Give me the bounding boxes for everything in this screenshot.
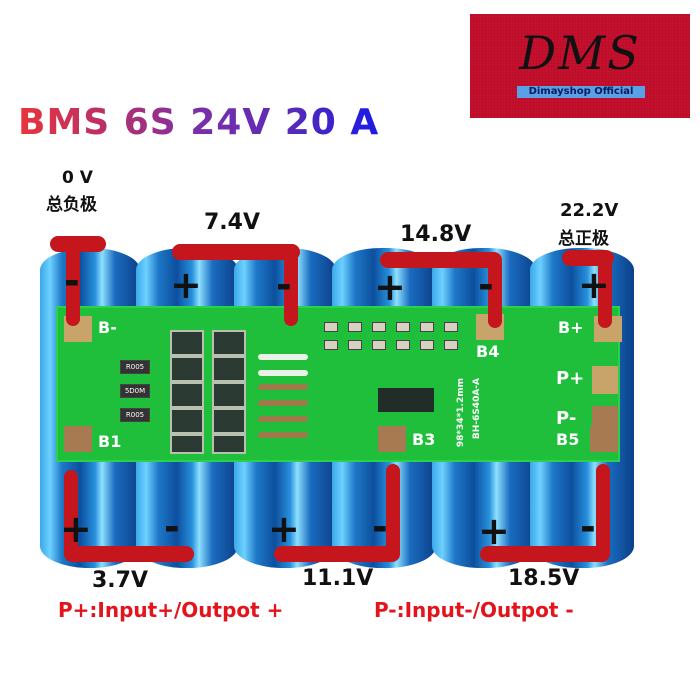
pad-p-plus [592,366,618,394]
shunt-resistor: 5D0M [120,384,150,398]
sign-minus: - [164,505,180,549]
label-18-5v: 18.5V [508,566,580,591]
wire-total-positive [598,254,612,328]
pcb-trace [258,416,308,422]
label-total-positive: 总正极 [558,229,609,249]
silk-p-minus: P- [556,408,577,429]
mosfet [170,382,204,408]
label-22-2v: 22.2V [560,200,619,221]
label-0v: 0 V [62,168,93,188]
logo-brand-text: DMS [519,26,641,80]
mosfet [212,330,246,356]
legend-p-minus: P-:Input-/Outpot - [374,598,574,622]
sign-minus: - [580,505,596,549]
silk-b4: B4 [476,342,500,361]
wire-11-1v [386,464,400,560]
smd-component [420,322,434,332]
wire-3-7v [64,470,78,560]
pad-b5 [590,426,618,452]
smd-component [444,340,458,350]
smd-component [372,322,386,332]
silk-b1: B1 [98,432,122,451]
sign-plus: + [60,507,92,551]
pcb-trace [258,354,308,360]
silk-b3: B3 [412,430,436,449]
smd-component [348,340,362,350]
label-3-7v: 3.7V [92,568,148,593]
label-total-negative: 总负极 [46,195,97,215]
wire-18-5v [480,546,610,562]
wire-14-8v [488,256,502,328]
sign-plus: + [478,509,510,553]
legend-p-plus: P+:Input+/Outpot + [58,598,284,622]
smd-component [396,322,410,332]
silk-board-size: 98*34*1.2mm [456,378,466,448]
silk-b-plus: B+ [558,318,584,337]
sign-minus: - [276,263,292,307]
sign-minus: - [478,263,494,307]
wire-7-4v [172,244,300,260]
wire-14-8v [380,252,502,268]
silk-b-minus: B- [98,318,117,337]
label-11-1v: 11.1V [302,566,374,591]
sign-plus: + [374,265,406,309]
smd-component [372,340,386,350]
logo-subtitle: Dimayshop Official [517,86,645,98]
label-14-8v: 14.8V [400,222,472,247]
protection-ic [378,388,434,412]
mosfet [170,356,204,382]
mosfet [170,408,204,434]
smd-component [396,340,410,350]
mosfet [212,408,246,434]
smd-component [324,340,338,350]
wire-total-negative [66,240,80,326]
sign-plus: + [268,507,300,551]
sign-plus: + [170,263,202,307]
sign-minus: - [372,505,388,549]
mosfet [170,434,204,454]
pcb-trace [258,370,308,376]
label-7-4v: 7.4V [204,210,260,235]
shunt-resistor: R005 [120,408,150,422]
shunt-resistor: R005 [120,360,150,374]
silk-board-model: BH-6S40A-A [472,378,482,440]
sign-minus: - [64,259,80,303]
smd-component [444,322,458,332]
smd-component [324,322,338,332]
pcb-trace [258,384,308,390]
bms-board: B- B4 B+ P+ P- B1 B3 B5 R005 5D0M R005 9… [56,306,622,462]
wire-11-1v [274,546,400,562]
silk-b5: B5 [556,430,580,449]
smd-component [348,322,362,332]
pad-b3 [378,426,406,452]
mosfet [212,434,246,454]
smd-component [420,340,434,350]
wire-3-7v [64,546,194,562]
mosfet [212,382,246,408]
mosfet [212,356,246,382]
product-title: BMS 6S 24V 20 A [18,102,380,143]
pcb-trace [258,400,308,406]
mosfet [170,330,204,356]
pad-b1 [64,426,92,452]
brand-logo: DMS Dimayshop Official [470,14,690,118]
sign-plus: + [578,263,610,307]
wire-18-5v [596,464,610,560]
silk-p-plus: P+ [556,368,585,389]
wire-7-4v [284,248,298,326]
pcb-trace [258,432,308,438]
